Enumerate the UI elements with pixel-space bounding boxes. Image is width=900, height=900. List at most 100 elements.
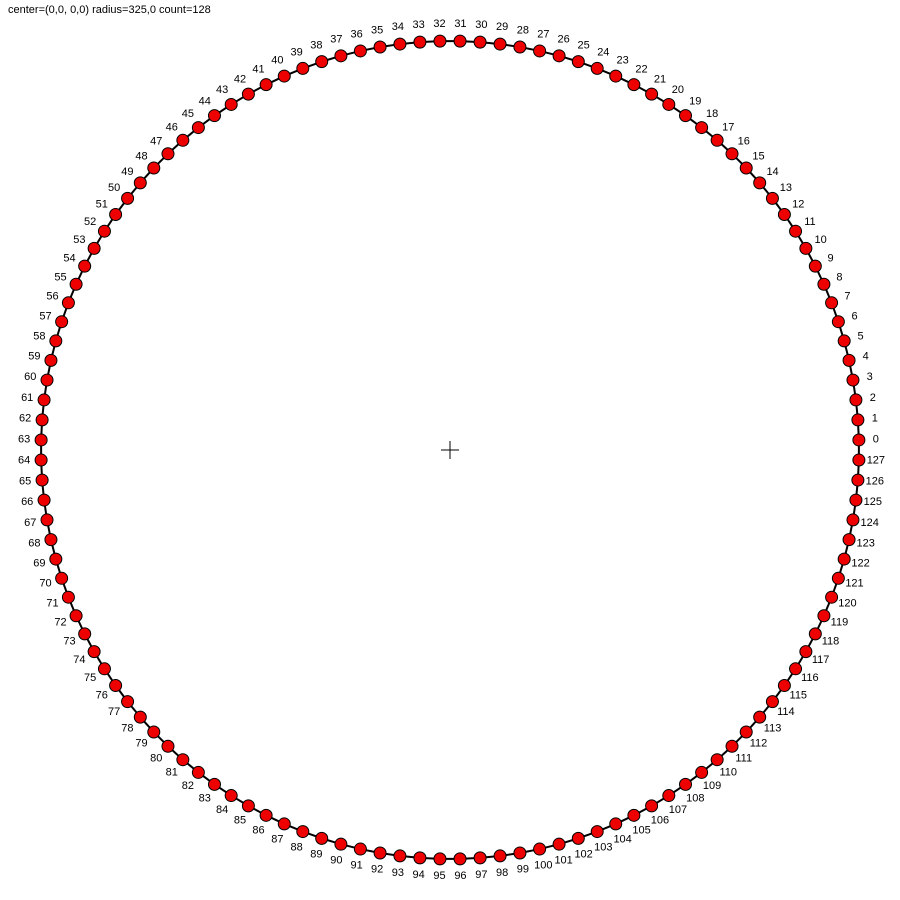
- ring-node: [69, 277, 83, 291]
- node-label: 94: [413, 869, 425, 881]
- ring-node: [34, 433, 48, 447]
- node-label: 114: [777, 706, 795, 718]
- ring-node: [552, 49, 566, 63]
- node-label: 21: [654, 73, 666, 85]
- node-label: 18: [706, 108, 718, 120]
- ring-node: [315, 831, 329, 845]
- node-label: 30: [475, 19, 487, 31]
- node-label: 102: [574, 849, 592, 861]
- node-label: 72: [54, 617, 66, 629]
- ring-node: [852, 433, 866, 447]
- node-label: 0: [873, 434, 879, 446]
- ring-node: [277, 69, 291, 83]
- node-label: 104: [613, 833, 631, 845]
- ring-node: [513, 846, 527, 860]
- node-label: 117: [812, 654, 830, 666]
- node-label: 48: [135, 150, 147, 162]
- ring-node: [590, 61, 604, 75]
- ring-node: [35, 413, 49, 427]
- node-label: 119: [831, 617, 849, 629]
- ring-node: [121, 191, 135, 205]
- ring-node: [831, 571, 845, 585]
- node-label: 19: [689, 96, 701, 108]
- ring-node: [777, 207, 791, 221]
- node-label: 58: [33, 330, 45, 342]
- ring-node: [241, 87, 255, 101]
- ring-node: [837, 552, 851, 566]
- ring-node: [837, 334, 851, 348]
- ring-node: [121, 695, 135, 709]
- node-label: 93: [392, 867, 404, 879]
- node-label: 2: [870, 392, 876, 404]
- node-label: 10: [815, 234, 827, 246]
- node-label: 11: [804, 216, 815, 228]
- node-label: 28: [517, 24, 529, 36]
- ring-node: [627, 78, 641, 92]
- ring-node: [259, 78, 273, 92]
- ring-node: [571, 55, 585, 69]
- node-label: 16: [738, 135, 750, 147]
- ring-node: [334, 837, 348, 851]
- node-label: 79: [135, 738, 147, 750]
- ring-node: [373, 846, 387, 860]
- ring-node: [473, 35, 487, 49]
- node-label: 89: [310, 849, 322, 861]
- ring-node: [493, 37, 507, 51]
- node-label: 35: [371, 24, 383, 36]
- node-label: 24: [597, 47, 609, 59]
- ring-node: [849, 493, 863, 507]
- ring-node: [695, 765, 709, 779]
- ring-node: [789, 224, 803, 238]
- ring-node: [161, 739, 175, 753]
- node-label: 109: [703, 780, 721, 792]
- ring-node: [695, 121, 709, 135]
- node-label: 55: [54, 271, 66, 283]
- node-label: 9: [827, 252, 833, 264]
- node-label: 38: [310, 40, 322, 52]
- node-label: 87: [271, 833, 283, 845]
- ring-node: [87, 645, 101, 659]
- node-label: 64: [18, 454, 30, 466]
- node-label: 3: [867, 371, 873, 383]
- ring-node: [315, 55, 329, 69]
- ring-node: [241, 799, 255, 813]
- ring-node: [37, 493, 51, 507]
- node-label: 37: [330, 33, 342, 45]
- ring-node: [78, 259, 92, 273]
- ring-node: [55, 315, 69, 329]
- node-label: 78: [121, 722, 133, 734]
- ring-node: [765, 695, 779, 709]
- ring-node: [739, 725, 753, 739]
- node-label: 124: [861, 517, 879, 529]
- ring-node: [44, 353, 58, 367]
- ring-node: [191, 121, 205, 135]
- node-label: 44: [199, 96, 211, 108]
- node-label: 70: [39, 578, 51, 590]
- node-label: 62: [19, 413, 31, 425]
- node-label: 26: [557, 33, 569, 45]
- node-label: 113: [764, 722, 782, 734]
- ring-node: [808, 259, 822, 273]
- ring-node: [61, 296, 75, 310]
- ring-node: [590, 825, 604, 839]
- node-label: 82: [182, 780, 194, 792]
- ring-node: [161, 147, 175, 161]
- ring-node: [825, 296, 839, 310]
- node-label: 76: [96, 689, 108, 701]
- ring-node: [334, 49, 348, 63]
- node-label: 31: [454, 18, 466, 30]
- node-label: 7: [844, 291, 850, 303]
- ring-node: [710, 753, 724, 767]
- node-label: 96: [454, 870, 466, 882]
- ring-node: [373, 40, 387, 54]
- node-label: 81: [166, 767, 178, 779]
- ring-node: [851, 413, 865, 427]
- node-label: 74: [73, 654, 85, 666]
- ring-node: [777, 679, 791, 693]
- ring-node: [808, 627, 822, 641]
- node-label: 12: [792, 199, 804, 211]
- ring-node: [109, 679, 123, 693]
- node-label: 22: [635, 63, 647, 75]
- node-label: 108: [686, 792, 704, 804]
